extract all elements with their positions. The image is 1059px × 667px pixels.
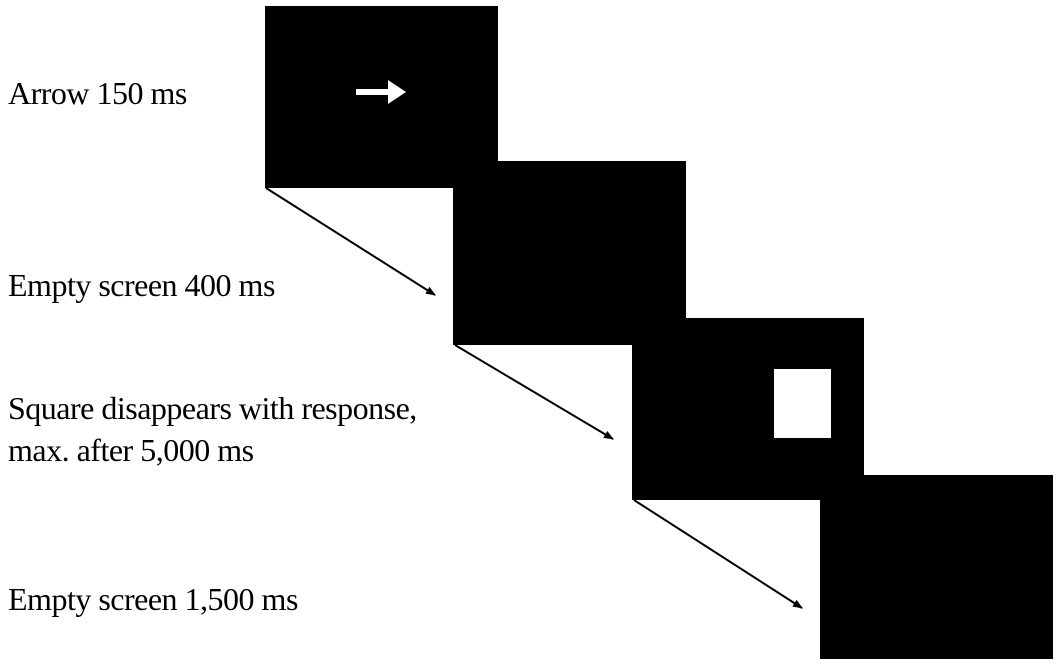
stage-4-screen: [820, 475, 1053, 659]
sequence-arrow-1: [265, 187, 436, 296]
stage-2-label: Empty screen 400 ms: [8, 267, 275, 303]
white-square-stimulus: [774, 369, 831, 438]
stage-3-label-line-1: Square disappears with response,: [8, 390, 417, 426]
stage-4-label: Empty screen 1,500 ms: [8, 581, 298, 617]
stage-1-label: Arrow 150 ms: [8, 75, 187, 111]
sequence-arrow-2: [454, 344, 614, 440]
stage-3-label: Square disappears with response, max. af…: [8, 387, 417, 471]
stage-3-label-line-2: max. after 5,000 ms: [8, 432, 254, 468]
sequence-arrow-3: [633, 499, 803, 609]
stage-2-screen: [453, 161, 686, 345]
stage-1-screen: [265, 6, 498, 188]
right-arrow-icon: [356, 80, 406, 104]
